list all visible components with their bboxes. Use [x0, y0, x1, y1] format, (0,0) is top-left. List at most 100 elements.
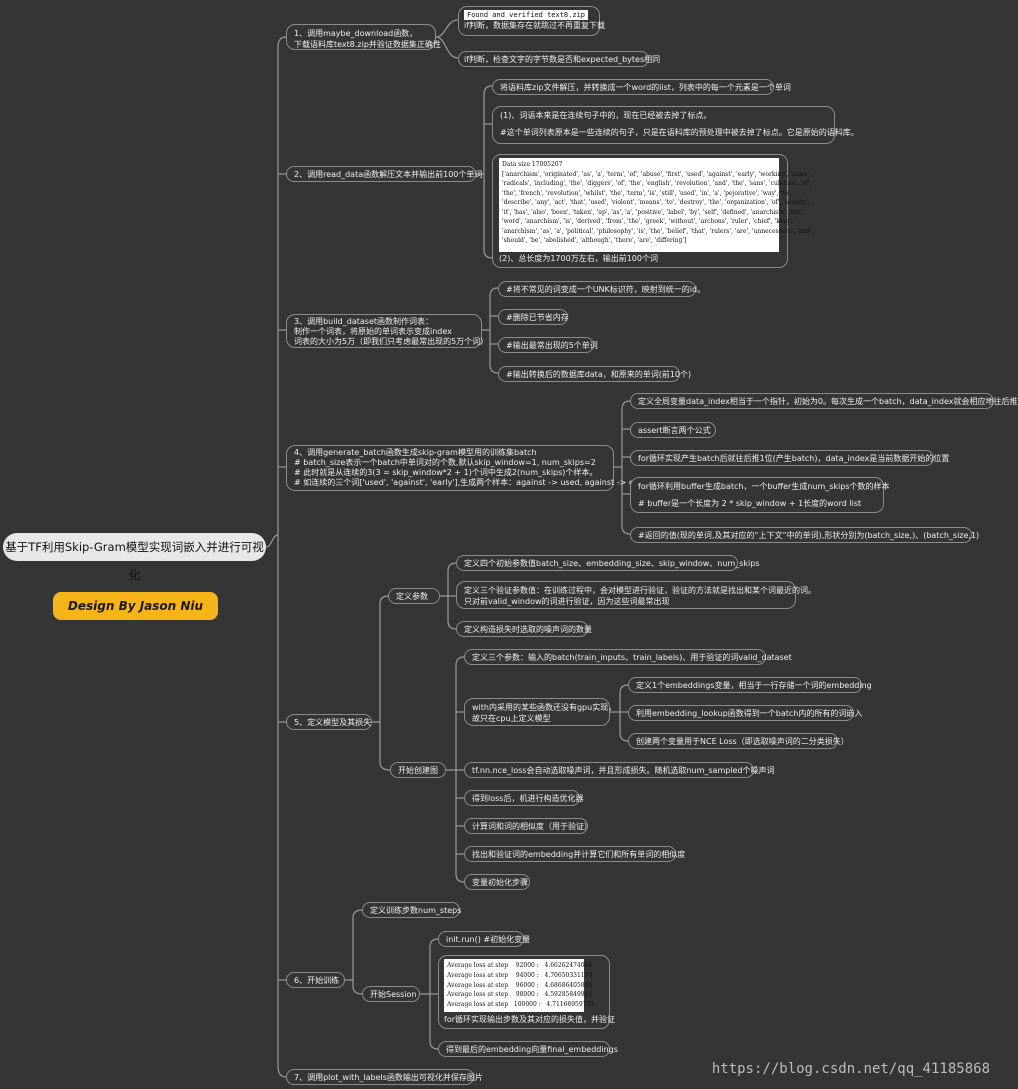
word-list-line: 'describe', 'any', 'act', 'that', 'used'…: [502, 199, 810, 206]
s5-noise-node[interactable]: 定义构造损失时选取的噪声词的数量: [456, 621, 592, 637]
word-list-line: 'should', 'be', 'abolished', 'although',…: [502, 237, 687, 244]
s2-punctuation-node[interactable]: (1)、词语本来是在连续句子中的，现在已经被去掉了标点。 #这个单词列表原本是一…: [492, 106, 859, 144]
s4-data-index-label: 定义全局变量data_index相当于一个指针，初始为0。每次生成一个batch…: [638, 397, 1018, 406]
word-list-line: 'it', 'has', 'also', 'been', 'taken', 'u…: [502, 208, 805, 216]
s5-optimizer-label: 得到loss后，机进行构造优化器: [472, 794, 584, 803]
s5-cpu-node[interactable]: with内采用的某些函数还没有gpu实现， 故只在cpu上定义模型: [464, 698, 617, 726]
s5-lookup-label: 利用embedding_lookup函数得到一个batch内的所有的词嵌入: [636, 709, 863, 718]
s3-data-node[interactable]: #输出转换后的数据库data，和原来的单词(前10个): [498, 366, 691, 382]
section-2-node[interactable]: 2、调用read_data函数解压文本并输出前100个单词: [286, 166, 482, 182]
s2-unzip-label: 将语料库zip文件解压，并转换成一个word的list，列表中的每一个元素是一个…: [500, 83, 791, 92]
section-3-title-line2: 制作一个词表，将原始的单词表示变成index: [294, 327, 452, 336]
root-topic[interactable]: 基于TF利用Skip-Gram模型实现词嵌入并进行可视化: [3, 533, 266, 582]
section-6-node[interactable]: 6、开始训练: [286, 972, 345, 988]
s4-buffer-line1: for循环利用buffer生成batch，一个buffer生成num_skips…: [638, 482, 890, 491]
loss-line: Average loss at step 98000 : 4.592858499…: [447, 991, 593, 999]
section-5-title: 5、定义模型及其损失: [294, 718, 372, 727]
loss-line: Average loss at step 96000 : 4.686864058…: [447, 981, 593, 989]
s6-loss-node[interactable]: Average loss at step 92000 : 4.662624740…: [438, 955, 615, 1029]
s1-bytes-check-label: if判断，检查文字的字节数是否和expected_bytes相同: [464, 55, 661, 64]
s4-for-batch-label: for循环实现产生batch后就往后推1位(产生batch)，data_inde…: [638, 454, 950, 463]
s3-delete-node[interactable]: #删除已节省内存: [498, 309, 569, 325]
s3-top5-node[interactable]: #输出最常出现的5个单词: [498, 337, 598, 353]
s5-embeddings-node[interactable]: 定义1个embeddings变量，相当于一行存储一个词的embedding: [628, 677, 872, 693]
loss-line: Average loss at step 92000 : 4.662624740…: [447, 962, 593, 969]
section-7-title: 7、调用plot_with_labels函数输出可视化并保存图片: [294, 1073, 483, 1082]
section-7-node[interactable]: 7、调用plot_with_labels函数输出可视化并保存图片: [286, 1069, 483, 1085]
s5-similarity-node[interactable]: 计算词和词的相似度（用于验证）: [464, 818, 592, 834]
s1-exists-check-node[interactable]: Found and verified text8.zip if判断，数据集存在就…: [458, 6, 605, 36]
s2-unzip-node[interactable]: 将语料库zip文件解压，并转换成一个word的list，列表中的每一个元素是一个…: [492, 79, 791, 95]
s4-return-node[interactable]: #返回的值(现的单词,及其对应的“上下文”中的单词),形状分别为(batch_s…: [630, 527, 979, 543]
s4-buffer-node[interactable]: for循环利用buffer生成batch，一个buffer生成num_skips…: [630, 477, 890, 513]
s2-punctuation-line2: #这个单词列表原本是一些连续的句子，只是在语料库的预处理中被去掉了标点。它是原始…: [500, 128, 859, 137]
found-verified-output: Found and verified text8.zip: [464, 10, 589, 20]
s6-session-label: 开始Session: [370, 990, 417, 999]
s5-valid-params-line1: 定义三个验证参数值：在训练过程中，会对模型进行验证，验证的方法就是找出和某个词最…: [464, 586, 816, 595]
s5-init-params-label: 定义四个初始参数值batch_size、embedding_size、skip_…: [464, 559, 760, 568]
s4-assert-node[interactable]: assert断言两个公式: [630, 422, 716, 438]
s5-similarity-label: 计算词和词的相似度（用于验证）: [472, 822, 592, 831]
section-6-title: 6、开始训练: [294, 976, 340, 985]
word-list-output: ['anarchism', 'originated', 'as', 'a', '…: [502, 170, 814, 246]
s5-nce-loss-node[interactable]: tf.nn.nce_loss会自动选取噪声词，并且形成损失。随机选取num_sa…: [464, 762, 775, 778]
loss-line: Average loss at step 100000 : 4.71168959…: [447, 1001, 595, 1009]
word-list-line: 'the', 'french', 'revolution', 'whilst',…: [502, 189, 792, 197]
s6-forloop-label: for循环实现输出步数及其对应的损失值，并验证: [444, 1015, 615, 1024]
s5-nce-loss-label: tf.nn.nce_loss会自动选取噪声词，并且形成损失。随机选取num_sa…: [472, 766, 775, 775]
s6-session-node[interactable]: 开始Session: [362, 986, 420, 1002]
s5-cpu-line1: with内采用的某些函数还没有gpu实现，: [472, 703, 617, 712]
section-1-title-line2: 下载语料库text8.zip并验证数据集正确性: [294, 40, 441, 49]
s3-unk-label: #将不常见的词变成一个UNK标识符，映射到统一的id。: [506, 285, 706, 294]
s5-noise-label: 定义构造损失时选取的噪声词的数量: [464, 625, 592, 634]
s4-for-batch-node[interactable]: for循环实现产生batch后就往后推1位(产生batch)，data_inde…: [630, 450, 949, 466]
s6-final-label: 得到最后的embedding向量final_embeddings: [446, 1045, 618, 1054]
author-badge: Design By Jason Niu: [53, 592, 218, 620]
s5-optimizer-node[interactable]: 得到loss后，机进行构造优化器: [464, 790, 584, 806]
s2-output-node[interactable]: Data size 17005207 ['anarchism', 'origin…: [492, 154, 814, 268]
s5-valid-params-node[interactable]: 定义三个验证参数值：在训练过程中，会对模型进行验证，验证的方法就是找出和某个词最…: [456, 581, 816, 609]
s5-inputs-label: 定义三个参数：输入的batch(train_inputs、train_label…: [472, 653, 792, 662]
section-4-title-line1: 4、调用generate_batch函数生成skip-gram模型用的训练集ba…: [294, 448, 537, 457]
section-4-node[interactable]: 4、调用generate_batch函数生成skip-gram模型用的训练集ba…: [286, 445, 649, 491]
word-list-line: 'word', 'anarchism', 'is', 'derived', 'f…: [502, 218, 794, 225]
word-list-line: ['anarchism', 'originated', 'as', 'a', '…: [502, 170, 811, 178]
s6-init-node[interactable]: init.run() #初始化变量: [438, 931, 530, 947]
word-list-line: 'radicals', 'including', 'the', 'diggers…: [502, 180, 812, 187]
s5-init-params-node[interactable]: 定义四个初始参数值batch_size、embedding_size、skip_…: [456, 555, 760, 571]
s5-build-graph-node[interactable]: 开始创建图: [390, 762, 446, 778]
s3-delete-label: #删除已节省内存: [506, 313, 569, 322]
s1-bytes-check-node[interactable]: if判断，检查文字的字节数是否和expected_bytes相同: [458, 51, 660, 67]
data-size-line: Data size 17005207: [502, 161, 563, 168]
s5-inputs-node[interactable]: 定义三个参数：输入的batch(train_inputs、train_label…: [464, 649, 792, 665]
s4-buffer-line2: # buffer是一个长度为 2 * skip_window + 1长度的wor…: [638, 499, 862, 508]
s2-length-label: (2)、总长度为1700万左右，输出前100个词: [499, 254, 658, 263]
s5-nce-vars-node[interactable]: 创建两个变量用于NCE Loss（即选取噪声词的二分类损失）: [628, 733, 849, 749]
s3-unk-node[interactable]: #将不常见的词变成一个UNK标识符，映射到统一的id。: [498, 281, 705, 297]
section-5-node[interactable]: 5、定义模型及其损失: [286, 714, 372, 730]
s6-num-steps-node[interactable]: 定义训练步数num_steps: [362, 902, 462, 918]
s2-punctuation-line1: (1)、词语本来是在连续句子中的，现在已经被去掉了标点。: [500, 111, 712, 120]
section-1-title-line1: 1、调用maybe_download函数，: [294, 29, 418, 38]
section-3-title-line3: 词表的大小为5万（即我们只考虑最常出现的5万个词）: [294, 337, 489, 346]
s3-data-label: #输出转换后的数据库data，和原来的单词(前10个): [506, 370, 692, 379]
section-3-node[interactable]: 3、调用build_dataset函数制作词表： 制作一个词表，将原始的单词表示…: [286, 314, 489, 348]
s5-valid-embed-node[interactable]: 找出和验证词的embedding并计算它们和所有单词的相似度: [464, 846, 685, 862]
s5-cpu-line2: 故只在cpu上定义模型: [472, 714, 551, 723]
section-4-title-line4: # 如连续的三个词['used', 'against', 'early'],生成…: [294, 478, 649, 487]
s6-init-label: init.run() #初始化变量: [446, 935, 531, 944]
s4-assert-label: assert断言两个公式: [638, 426, 711, 435]
loss-line: Average loss at step 94000 : 4.706503311…: [447, 971, 593, 979]
section-1-node[interactable]: 1、调用maybe_download函数， 下载语料库text8.zip并验证数…: [286, 24, 441, 50]
s6-num-steps-label: 定义训练步数num_steps: [370, 906, 462, 915]
s4-data-index-node[interactable]: 定义全局变量data_index相当于一个指针，初始为0。每次生成一个batch…: [630, 393, 1018, 409]
s6-final-node[interactable]: 得到最后的embedding向量final_embeddings: [438, 1041, 618, 1057]
s5-params-label: 定义参数: [396, 592, 428, 601]
s2-output-image: Data size 17005207 ['anarchism', 'origin…: [499, 158, 814, 252]
section-2-title: 2、调用read_data函数解压文本并输出前100个单词: [294, 170, 483, 179]
s5-lookup-node[interactable]: 利用embedding_lookup函数得到一个batch内的所有的词嵌入: [628, 705, 862, 721]
section-4-title-line3: # 此时就是从连续的3(3 = skip_window*2 + 1)个词中生成2…: [294, 468, 598, 477]
s5-params-node[interactable]: 定义参数: [388, 588, 440, 604]
s5-var-init-node[interactable]: 变量初始化步骤: [464, 874, 530, 890]
